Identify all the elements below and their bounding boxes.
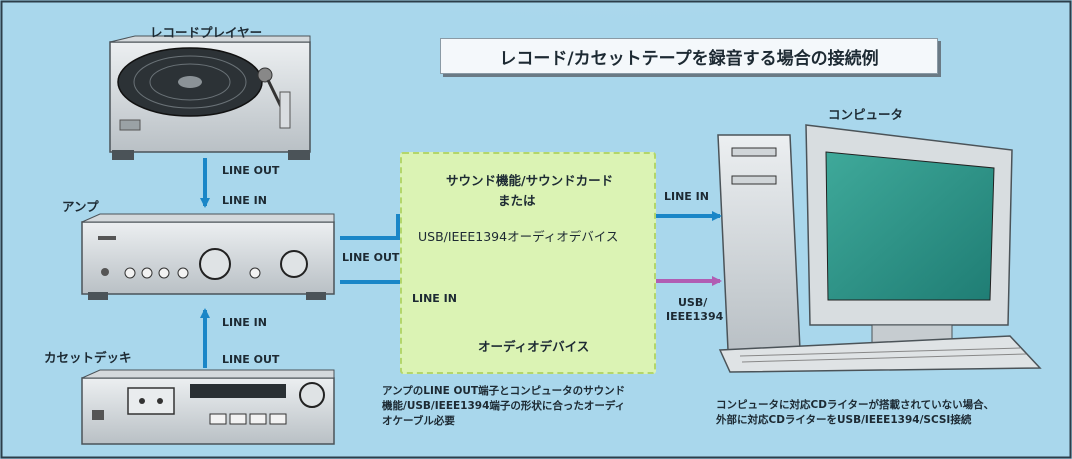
sound-function-area bbox=[400, 152, 656, 374]
record-player-illustration bbox=[109, 35, 311, 160]
cable-note-line1: アンプのLINE OUT端子とコンピュータのサウンド bbox=[382, 385, 626, 397]
device-line-in-label: LINE IN bbox=[412, 292, 457, 305]
amp-label: アンプ bbox=[62, 199, 99, 214]
cd-writer-note-line1: コンピュータに対応CDライターが搭載されていない場合、 bbox=[716, 399, 995, 411]
cassette-deck-illustration bbox=[81, 369, 335, 445]
line-out-bottom-label: LINE OUT bbox=[222, 353, 280, 366]
audio-device-label: オーディオデバイス bbox=[478, 339, 590, 354]
computer-label: コンピュータ bbox=[828, 107, 904, 122]
cd-writer-note-line2: 外部に対応CDライターをUSB/IEEE1394/SCSI接続 bbox=[716, 414, 972, 426]
title-box: レコード/カセットテープを録音する場合の接続例 bbox=[440, 38, 938, 74]
amplifier-illustration bbox=[81, 213, 335, 300]
pc-line-in-label: LINE IN bbox=[664, 190, 709, 203]
pc-usb-label-2: IEEE1394 bbox=[666, 310, 724, 323]
cable-note-line2: 機能/USB/IEEE1394端子の形状に合ったオーディ bbox=[382, 400, 626, 412]
sound-box-line2: または bbox=[498, 193, 536, 208]
sound-box-line1: サウンド機能/サウンドカード bbox=[446, 173, 614, 188]
line-in-top-label: LINE IN bbox=[222, 194, 267, 207]
sound-box-line3: USB/IEEE1394オーディオデバイス bbox=[418, 229, 619, 244]
line-out-top-label: LINE OUT bbox=[222, 164, 280, 177]
pc-usb-label-1: USB/ bbox=[678, 296, 708, 309]
diagram-title: レコード/カセットテープを録音する場合の接続例 bbox=[499, 48, 879, 69]
cable-note-line3: オケーブル必要 bbox=[382, 415, 455, 427]
amp-line-out-label: LINE OUT bbox=[342, 251, 400, 264]
record-player-label: レコードプレイヤー bbox=[150, 25, 263, 40]
line-in-bottom-label: LINE IN bbox=[222, 316, 267, 329]
cassette-deck-label: カセットデッキ bbox=[44, 350, 132, 365]
computer-illustration bbox=[717, 124, 1042, 373]
